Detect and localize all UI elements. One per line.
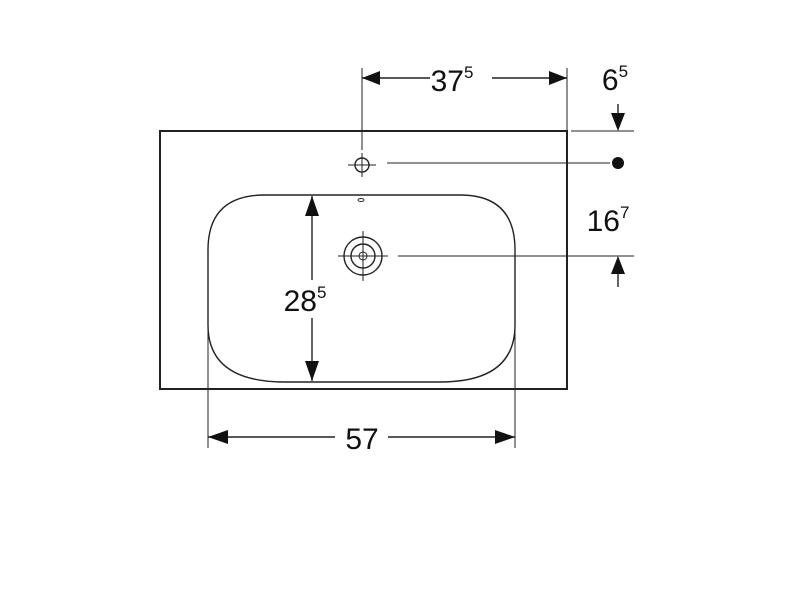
drain-icon — [338, 231, 388, 281]
arrow-left-57 — [208, 430, 228, 444]
arrow-right-37 — [549, 71, 567, 85]
arrow-left-37 — [362, 71, 380, 85]
arrow-right-57 — [495, 430, 515, 444]
dim-6-sup: 5 — [619, 62, 628, 81]
arrow-up-28 — [305, 196, 319, 216]
svg-text:285: 285 — [284, 283, 327, 318]
svg-text:375: 375 — [431, 63, 474, 98]
arrow-up-16 — [611, 256, 625, 274]
svg-text:167: 167 — [587, 203, 630, 238]
arrow-down-6 — [611, 113, 625, 131]
svg-text:57: 57 — [345, 423, 378, 456]
dim-6-value: 6 — [602, 64, 619, 97]
dim-37-sup: 5 — [464, 63, 473, 82]
dim-16-sup: 7 — [620, 203, 629, 222]
svg-text:65: 65 — [602, 62, 628, 97]
bowl-outline — [207, 194, 516, 383]
dim-37-value: 37 — [431, 65, 464, 98]
tap-center-dot — [612, 157, 624, 169]
tap-hole-icon — [348, 153, 376, 177]
arrow-down-28 — [305, 361, 319, 381]
dim-57-value: 57 — [345, 423, 378, 456]
dim-28-value: 28 — [284, 285, 317, 318]
dim-28-sup: 5 — [317, 283, 326, 302]
basin-outline — [159, 130, 568, 390]
overflow-mark — [357, 198, 365, 202]
dim-16-value: 16 — [587, 205, 620, 238]
